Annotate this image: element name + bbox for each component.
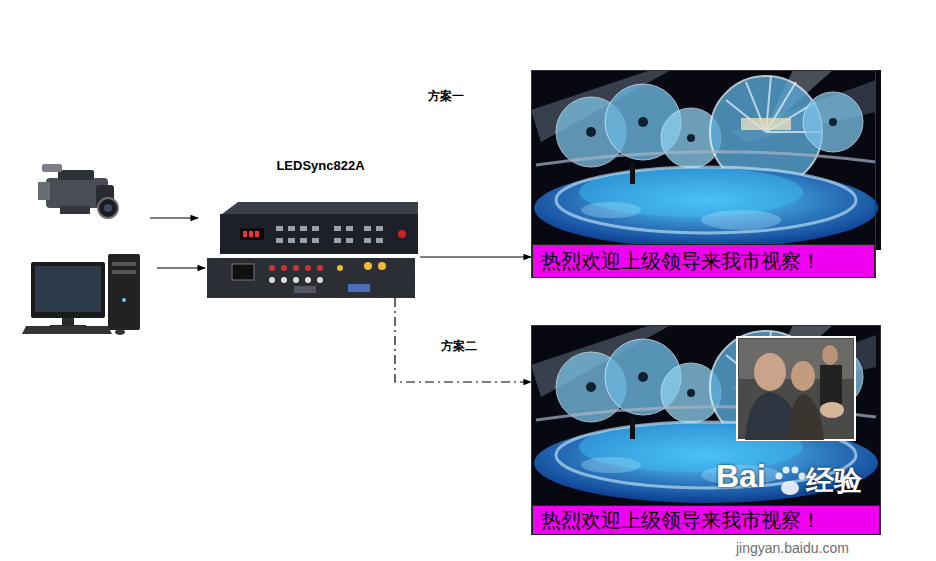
signal-arrow xyxy=(395,298,531,382)
pip-photo xyxy=(737,337,855,440)
computer-icon xyxy=(22,254,140,335)
input-arrows xyxy=(150,218,205,268)
camera-icon xyxy=(38,164,118,218)
scheme-heading: 方案一 xyxy=(428,88,464,105)
watermark-url: jingyan.baidu.com xyxy=(736,540,849,556)
screen-picture xyxy=(531,70,881,505)
banner-text: 热烈欢迎上级领导来我市视察！ xyxy=(541,250,821,272)
caption-band: 热烈欢迎上级领导来我市视察！ xyxy=(532,244,875,278)
processor-device xyxy=(207,202,418,298)
led-screen: 方案二热烈欢迎上级领导来我市视察！ xyxy=(531,325,881,535)
device-title: LEDSync822A xyxy=(221,158,420,173)
caption-band: 热烈欢迎上级领导来我市视察！ xyxy=(532,505,880,535)
scheme-heading: 方案二 xyxy=(441,338,477,355)
led-screen: 方案一热烈欢迎上级领导来我市视察！ xyxy=(531,70,876,278)
signal-arrow xyxy=(420,256,531,257)
watermark-paw xyxy=(776,467,806,496)
banner-text: 热烈欢迎上级领导来我市视察！ xyxy=(541,509,821,531)
watermark-text: 经验 xyxy=(806,462,862,500)
video-processor: LEDSync822A xyxy=(205,158,420,298)
watermark-text: Bai xyxy=(716,458,766,495)
